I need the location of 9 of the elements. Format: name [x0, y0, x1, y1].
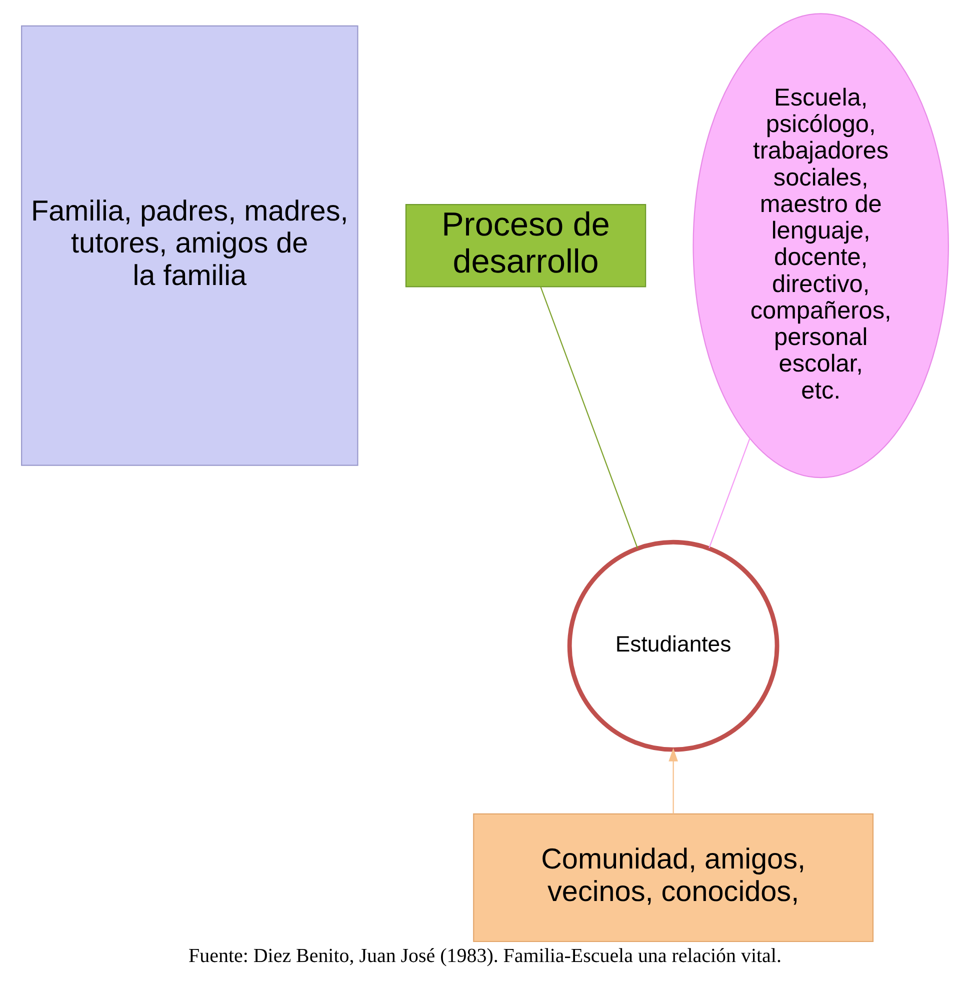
node-circle: Estudiantes [567, 539, 780, 752]
node-box: Comunidad, amigos, vecinos, conocidos, [473, 812, 874, 942]
node-ellipse: Escuela, psicólogo, trabajadores sociales, maestro de lenguaje, docente, directivo, compañeros, personal escolar, etc. [692, 12, 949, 478]
connector [540, 286, 638, 548]
node-box: Familia, padres, madres, tutores, amigos de la familia [21, 24, 358, 466]
node-box: Proceso de desarrollo [405, 204, 646, 287]
connector [708, 438, 750, 548]
caption: Fuente: Diez Benito, Juan José (1983). Familia-Escuela una relación vital. [188, 944, 782, 966]
arrow [668, 748, 678, 814]
